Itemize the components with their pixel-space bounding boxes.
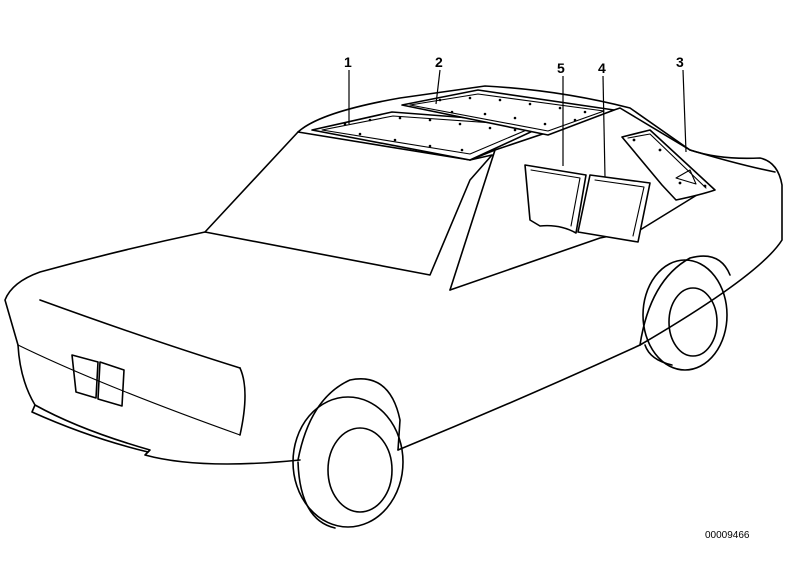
callout-2: 2 bbox=[435, 54, 443, 70]
side-panel-5 bbox=[524, 164, 587, 234]
leader-lines bbox=[348, 69, 687, 178]
front-wheel bbox=[292, 396, 404, 529]
bumper-lower bbox=[31, 404, 149, 453]
hood-outline bbox=[4, 231, 206, 346]
rear-wheel bbox=[642, 259, 728, 371]
reference-number: 00009466 bbox=[705, 530, 750, 541]
c-pillar-trim bbox=[621, 129, 716, 201]
a-pillar bbox=[449, 149, 496, 291]
rear-window-frame bbox=[494, 107, 783, 346]
hood-front-edge bbox=[239, 367, 246, 436]
callout-3: 3 bbox=[676, 54, 684, 70]
side-panel-4 bbox=[577, 174, 651, 243]
callout-1: 1 bbox=[344, 54, 352, 70]
rear-deck bbox=[689, 149, 776, 173]
roof-fasteners bbox=[343, 96, 587, 152]
roof-outline bbox=[297, 85, 691, 151]
front-face-line bbox=[17, 344, 241, 436]
front-wheel-arch bbox=[297, 378, 401, 461]
side-sill bbox=[397, 344, 641, 451]
callout-5: 5 bbox=[557, 60, 565, 76]
hood-crease bbox=[39, 299, 241, 369]
front-bumper bbox=[17, 344, 301, 465]
callout-4: 4 bbox=[598, 60, 606, 76]
kidney-grille bbox=[71, 354, 125, 407]
